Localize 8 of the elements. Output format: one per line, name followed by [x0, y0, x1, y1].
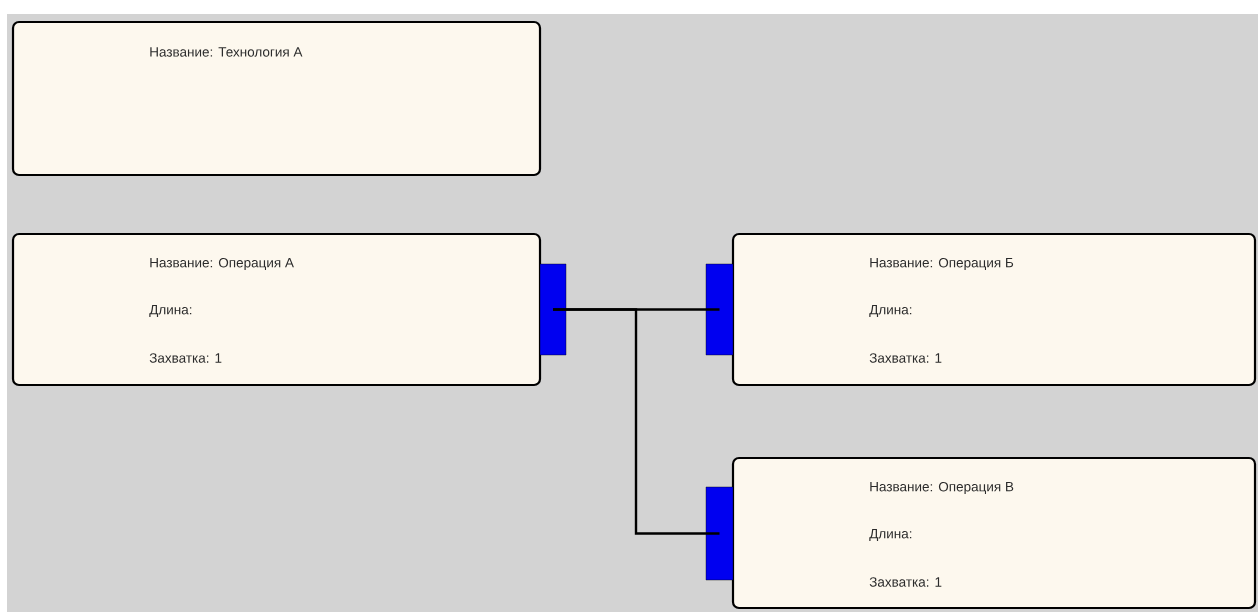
- connector-line: [553, 308, 720, 535]
- operation-box: Название: Операция Б Длина: Захватка: 1: [731, 232, 1257, 387]
- operation-box: Название: Технология А: [11, 20, 542, 177]
- port-bar: [705, 263, 734, 356]
- operation-box: Название: Операция В Длина: Захватка: 1: [731, 456, 1257, 610]
- port-bar: [705, 486, 734, 581]
- operation-box: Название: Операция А Длина: Захватка: 1: [11, 232, 542, 387]
- port-bar: [539, 263, 567, 356]
